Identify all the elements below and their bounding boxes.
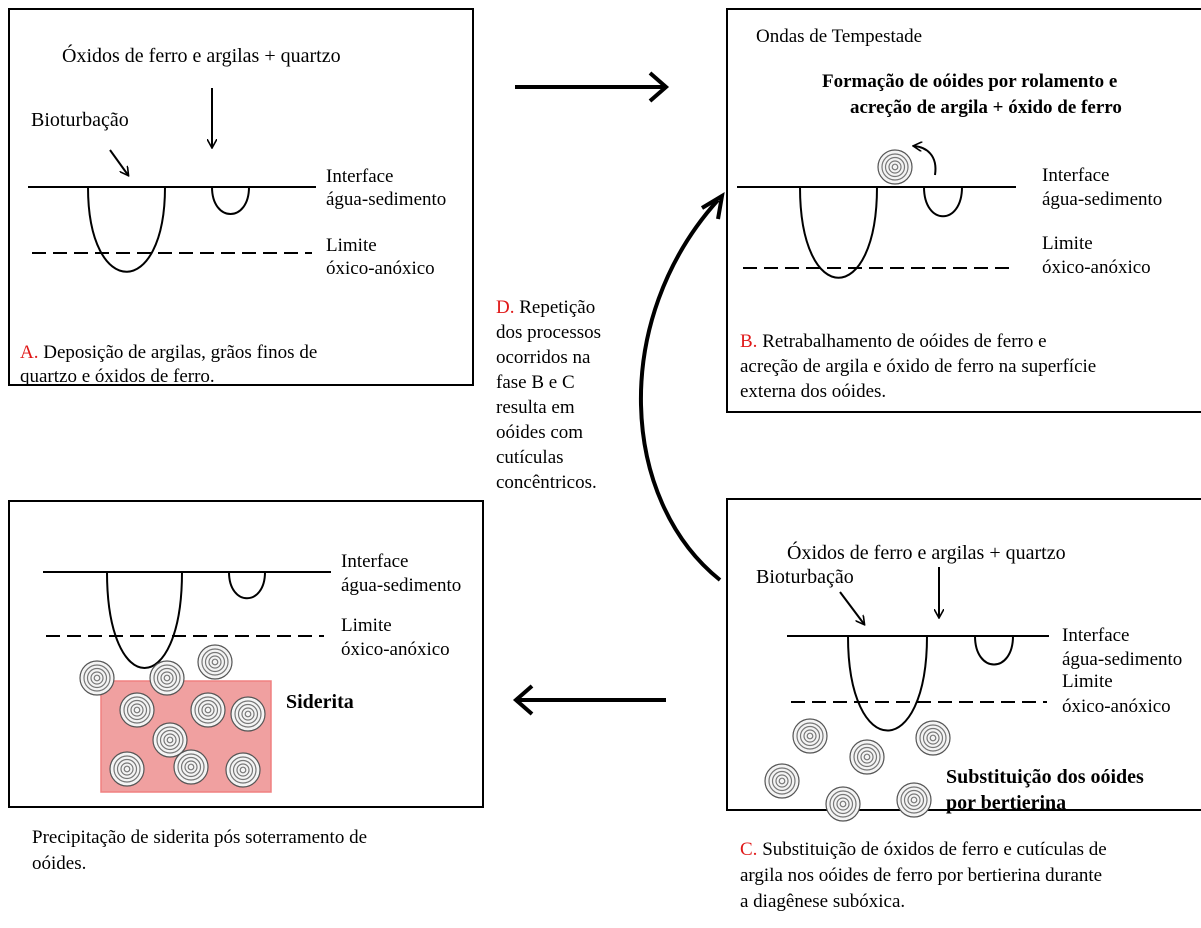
siderite-ooid — [197, 644, 233, 680]
panel-a-interface-label-2: água-sedimento — [326, 189, 447, 210]
note-d-line3: ocorridos na — [496, 347, 591, 368]
panel-a-burrow-small — [211, 186, 250, 215]
panel-a-bioturbation-arrow — [109, 149, 128, 175]
siderite-ooid — [79, 660, 115, 696]
panel-b-caption-letter: B. — [740, 331, 758, 352]
note-d-line7: cutículas — [496, 447, 564, 468]
panel-b-interface-label-1: Interface — [1042, 165, 1110, 186]
siderite-ooid — [152, 722, 188, 758]
arrow-d-cycle-head — [700, 192, 725, 220]
note-d-letter: D. — [496, 297, 515, 318]
panel-a-bioturbation-label: Bioturbação — [31, 109, 129, 131]
panel-siderite-caption-line1: Precipitação de siderita pós soterrament… — [32, 827, 368, 848]
panel-c-burrow-large — [847, 635, 928, 732]
panel-c-bioturbation-arrow — [839, 591, 864, 624]
panel-c-burrow-small — [974, 635, 1014, 666]
panel-a-caption-line2: quartzo e óxidos de ferro. — [20, 366, 215, 387]
panel-c-ooid — [825, 786, 861, 822]
panel-siderite-interface-label-2: água-sedimento — [341, 575, 462, 596]
panel-b-burrow-small — [923, 186, 963, 218]
panel-c-interface-label-1: Interface — [1062, 625, 1130, 646]
panel-b-caption-line2: acreção de argila e óxido de ferro na su… — [740, 356, 1097, 377]
note-d-line5: resulta em — [496, 397, 575, 418]
note-d-line2: dos processos — [496, 322, 602, 343]
panel-c-bold-line2: por bertierina — [946, 792, 1067, 814]
siderite-ooid — [173, 749, 209, 785]
arrow-c-to-siderite-head — [512, 684, 534, 716]
panel-c-bioturbation-label: Bioturbação — [756, 566, 854, 588]
panel-b-bold-line2: acreção de argila + óxido de ferro — [850, 97, 1122, 118]
siderite-ooid — [190, 692, 226, 728]
note-d-text: Repetição — [514, 297, 596, 318]
panel-siderite-limit-label-1: Limite — [341, 615, 392, 636]
panel-c-caption-line1: C. Substituição de óxidos de ferro e cut… — [740, 838, 1107, 862]
siderite-ooid — [119, 692, 155, 728]
panel-b-caption-line1: B. Retrabalhamento de oóides de ferro e — [740, 330, 1047, 354]
panel-c-caption-text: Substituição de óxidos de ferro e cutícu… — [757, 839, 1107, 860]
panel-b-bold-line1: Formação de oóides por rolamento e — [822, 71, 1118, 92]
panel-a-caption-line1: A. Deposição de argilas, grãos finos de — [20, 341, 317, 365]
siderite-ooid — [225, 752, 261, 788]
panel-a-frame — [8, 8, 474, 386]
note-d-line8: concêntricos. — [496, 472, 597, 493]
panel-c-interface-label-2: água-sedimento — [1062, 649, 1183, 670]
note-d-line4: fase B e C — [496, 372, 575, 393]
panel-b-rolling-arrow — [914, 146, 937, 176]
siderite-ooid — [149, 660, 185, 696]
panel-a-burrow-large — [87, 186, 166, 273]
panel-c-top-label: Óxidos de ferro e argilas + quartzo — [787, 542, 1066, 564]
panel-c-ooid — [792, 718, 828, 754]
panel-a-interface-label-1: Interface — [326, 166, 394, 187]
panel-b-burrow-large — [799, 186, 878, 279]
panel-b-limit-label-2: óxico-anóxico — [1042, 257, 1151, 278]
siderite-ooid — [230, 696, 266, 732]
panel-siderite-burrow-large — [106, 571, 183, 669]
panel-c-bold-line1: Substituição dos oóides — [946, 766, 1144, 788]
panel-siderite-caption-line2: oóides. — [32, 853, 87, 874]
panel-b-rolling-ooid — [877, 149, 913, 185]
panel-c-limit-label-1: Limite — [1062, 671, 1113, 692]
panel-siderite-interface-label-1: Interface — [341, 551, 409, 572]
panel-b-frame — [726, 8, 1201, 413]
panel-b-limit-label-1: Limite — [1042, 233, 1093, 254]
panel-a-caption-text: Deposição de argilas, grãos finos de — [38, 342, 318, 363]
panel-siderite-burrow-small — [228, 571, 266, 600]
panel-c-ooid — [849, 739, 885, 775]
panel-siderite-limit-label-2: óxico-anóxico — [341, 639, 450, 660]
panel-c-caption-line3: a diagênese subóxica. — [740, 891, 906, 912]
siderite-label: Siderita — [286, 691, 354, 713]
arrow-d-cycle — [639, 198, 722, 582]
panel-c-frame — [726, 498, 1201, 811]
panel-c-caption-line2: argila nos oóides de ferro por bertierin… — [740, 865, 1103, 886]
arrow-a-to-b-head — [648, 71, 670, 103]
panel-a-top-label: Óxidos de ferro e argilas + quartzo — [62, 45, 341, 67]
panel-c-caption-letter: C. — [740, 839, 758, 860]
panel-c-limit-label-2: óxico-anóxico — [1062, 696, 1171, 717]
panel-c-ooid — [915, 720, 951, 756]
note-d-line6: oóides com — [496, 422, 584, 443]
panel-c-ooid — [896, 782, 932, 818]
panel-siderite-frame — [8, 500, 484, 808]
panel-b-top-label: Ondas de Tempestade — [756, 26, 923, 47]
siderite-ooid — [109, 751, 145, 787]
panel-a-limit-label-2: óxico-anóxico — [326, 258, 435, 279]
panel-a-caption-letter: A. — [20, 342, 39, 363]
panel-b-interface-label-2: água-sedimento — [1042, 189, 1163, 210]
panel-a-limit-label-1: Limite — [326, 235, 377, 256]
panel-b-caption-line3: externa dos oóides. — [740, 381, 887, 402]
panel-c-ooid — [764, 763, 800, 799]
note-d-line1: D. Repetição — [496, 296, 595, 320]
panel-b-caption-text: Retrabalhamento de oóides de ferro e — [757, 331, 1047, 352]
